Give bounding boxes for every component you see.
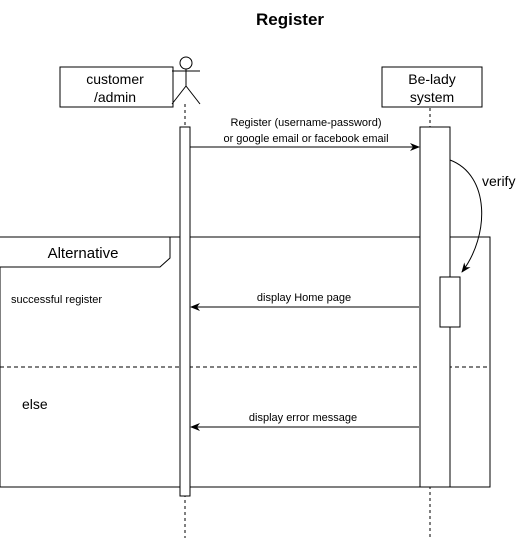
customer-label-line1: customer bbox=[86, 71, 144, 87]
register-message-line2: or google email or facebook email bbox=[223, 133, 388, 145]
register-message-line1: Register (username-password) bbox=[231, 117, 382, 129]
customer-activation-bar bbox=[179, 126, 191, 497]
guard-else: else bbox=[22, 396, 48, 412]
system-label-box bbox=[381, 66, 483, 108]
verify-message: verify bbox=[482, 173, 515, 189]
customer-label-box bbox=[59, 66, 174, 108]
customer-label-line2: /admin bbox=[94, 89, 136, 105]
verify-self-call-arrow bbox=[449, 159, 483, 273]
alt-fragment-label-box bbox=[0, 236, 171, 268]
alt-fragment-frame bbox=[0, 236, 491, 488]
system-label-line1: Be-lady bbox=[408, 71, 455, 87]
verify-activation-bar bbox=[439, 276, 461, 328]
actor-stick-figure-icon bbox=[171, 56, 201, 105]
guard-successful-register: successful register bbox=[11, 294, 102, 306]
display-error-message: display error message bbox=[249, 412, 357, 424]
alt-fragment-label: Alternative bbox=[48, 245, 119, 262]
display-home-message: display Home page bbox=[257, 292, 351, 304]
system-label-line2: system bbox=[410, 89, 454, 105]
diagram-title: Register bbox=[256, 10, 324, 29]
